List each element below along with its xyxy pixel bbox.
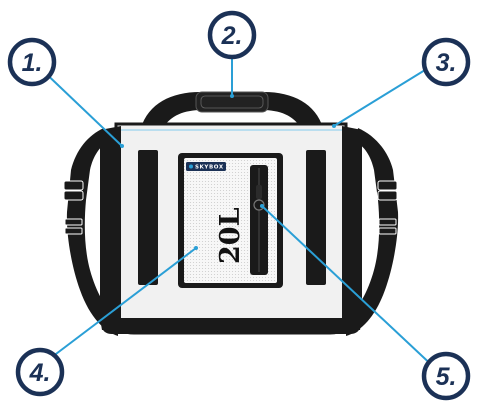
shoulder-strap-right: [346, 128, 399, 336]
brand-tag: SKYBOX: [186, 162, 226, 171]
leader-line-3: [333, 61, 439, 127]
callout-3-label: 3.: [436, 49, 457, 77]
brand-label: SKYBOX: [195, 165, 224, 171]
shoulder-strap-left: [63, 128, 118, 336]
leader-lines: [37, 54, 439, 371]
callout-5-label: 5.: [436, 363, 457, 391]
callout-4-label: 4.: [29, 359, 51, 387]
callout-2: 2.: [207, 10, 257, 60]
leader-line-4: [47, 247, 197, 361]
callout-1: 1.: [7, 37, 57, 87]
callout-4: 4.: [15, 347, 65, 397]
callout-5: 5.: [421, 351, 471, 401]
callout-2-label: 2.: [221, 22, 243, 50]
callout-1-label: 1.: [22, 49, 43, 77]
leader-line-1: [37, 65, 123, 147]
callout-3: 3.: [421, 37, 471, 87]
front-pocket: [178, 153, 283, 288]
leader-line-5: [261, 205, 438, 371]
capacity-label: 20L: [215, 207, 246, 264]
